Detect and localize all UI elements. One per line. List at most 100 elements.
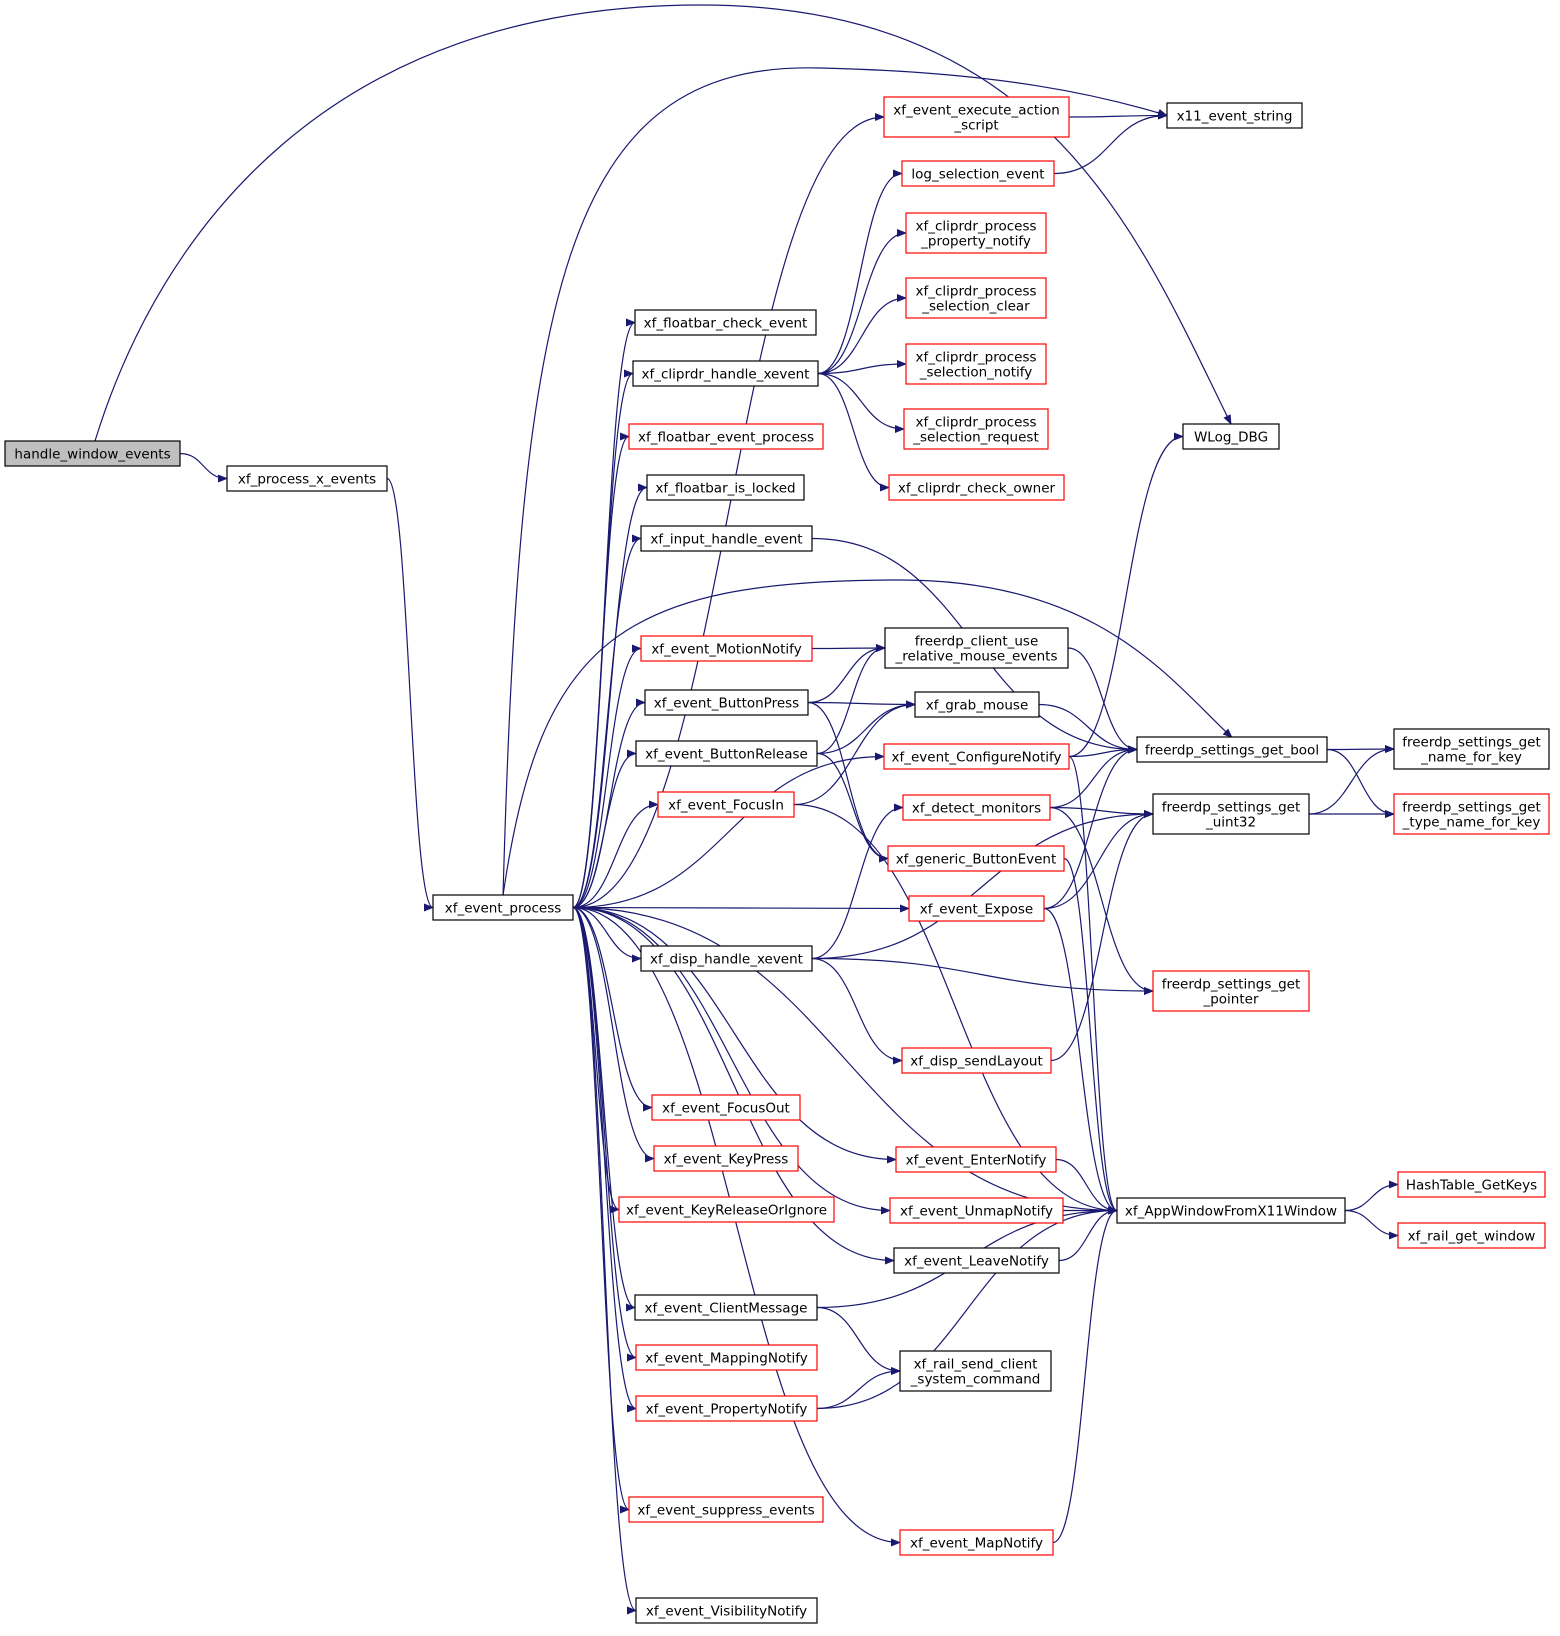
node-label: xf_detect_monitors bbox=[912, 801, 1041, 817]
edge-xf-event-focusin-to-xf-appwindowfromx11window bbox=[793, 803, 1118, 1215]
edge-xf-grab-mouse-to-freerdp-settings-get-bool bbox=[1038, 703, 1138, 754]
node-xf-cliprdr-handle-xevent[interactable]: xf_cliprdr_handle_xevent bbox=[632, 360, 819, 387]
node-x11-event-string[interactable]: x11_event_string bbox=[1166, 102, 1303, 129]
node-xf-event-leavenotify[interactable]: xf_event_LeaveNotify bbox=[893, 1247, 1060, 1274]
edge-xf-disp-handle-xevent-to-xf-disp-sendlayout bbox=[811, 957, 903, 1065]
node-xf-event-suppress-events[interactable]: xf_event_suppress_events bbox=[628, 1496, 824, 1523]
node-box bbox=[893, 1247, 1060, 1274]
node-xf-event-keyreleaseorignore[interactable]: xf_event_KeyReleaseOrIgnore bbox=[618, 1196, 835, 1223]
node-xf-event-focusin[interactable]: xf_event_FocusIn bbox=[657, 791, 795, 818]
node-label: xf_event_KeyReleaseOrIgnore bbox=[626, 1203, 827, 1219]
edge-xf-detect-monitors-to-freerdp-settings-get-bool bbox=[1049, 745, 1138, 809]
node-xf-disp-handle-xevent[interactable]: xf_disp_handle_xevent bbox=[640, 945, 813, 972]
node-label: handle_window_events bbox=[14, 447, 170, 463]
node-label: xf_event_ButtonRelease bbox=[645, 747, 808, 763]
edge-freerdp-settings-get-uint32-to-freerdp-settings-get-name-for-key bbox=[1308, 745, 1395, 815]
node-freerdp-settings-get-bool[interactable]: freerdp_settings_get_bool bbox=[1136, 736, 1328, 763]
node-xf-floatbar-is-locked[interactable]: xf_floatbar_is_locked bbox=[646, 474, 805, 501]
node-label: xf_event_FocusOut bbox=[662, 1101, 790, 1117]
node-xf-event-visibilitynotify[interactable]: xf_event_VisibilityNotify bbox=[635, 1597, 818, 1624]
edge-xf-disp-handle-xevent-to-freerdp-settings-get-pointer bbox=[811, 957, 1154, 995]
node-label: xf_event_ButtonPress bbox=[654, 696, 799, 712]
node-label: _name_for_key bbox=[1420, 750, 1522, 766]
edge-xf-event-process-to-xf-event-focusout bbox=[572, 906, 653, 1112]
node-label: xf_generic_ButtonEvent bbox=[896, 852, 1057, 868]
edge-xf-detect-monitors-to-freerdp-settings-get-uint32 bbox=[1049, 806, 1154, 818]
node-xf-event-mappingnotify[interactable]: xf_event_MappingNotify bbox=[635, 1344, 818, 1371]
node-freerdp-settings-get-uint32[interactable]: freerdp_settings_get_uint32 bbox=[1152, 793, 1310, 835]
node-xf-event-unmapnotify[interactable]: xf_event_UnmapNotify bbox=[889, 1197, 1064, 1224]
edge-xf-event-expose-to-freerdp-settings-get-uint32 bbox=[1043, 810, 1154, 910]
node-label: xf_event_ClientMessage bbox=[645, 1301, 808, 1317]
edge-xf-generic-buttonevent-to-xf-appwindowfromx11window bbox=[1063, 857, 1118, 1215]
node-box bbox=[628, 1496, 824, 1523]
edge-xf-disp-handle-xevent-to-freerdp-settings-get-uint32 bbox=[811, 810, 1154, 960]
node-xf-event-clientmessage[interactable]: xf_event_ClientMessage bbox=[634, 1294, 818, 1321]
node-label: xf_event_MotionNotify bbox=[651, 642, 801, 658]
node-box bbox=[901, 160, 1055, 187]
node-xf-event-keypress[interactable]: xf_event_KeyPress bbox=[653, 1145, 799, 1172]
node-box bbox=[1136, 736, 1328, 763]
node-xf-process-x-events[interactable]: xf_process_x_events bbox=[226, 465, 388, 492]
node-xf-rail-send-client-system-command[interactable]: xf_rail_send_client_system_command bbox=[899, 1350, 1052, 1392]
node-xf-appwindowfromx11window[interactable]: xf_AppWindowFromX11Window bbox=[1116, 1197, 1346, 1224]
node-box bbox=[899, 1350, 1052, 1392]
edge-freerdp-client-use-relative-mouse-events-to-freerdp-settings-get-bool bbox=[1067, 647, 1138, 754]
node-label: freerdp_settings_get bbox=[1162, 800, 1301, 816]
node-xf-rail-get-window[interactable]: xf_rail_get_window bbox=[1397, 1222, 1546, 1249]
node-box bbox=[618, 1196, 835, 1223]
node-label: xf_event_MappingNotify bbox=[645, 1351, 808, 1367]
node-log-selection-event[interactable]: log_selection_event bbox=[901, 160, 1055, 187]
edge-xf-detect-monitors-to-freerdp-settings-get-pointer bbox=[1049, 806, 1154, 995]
node-box bbox=[902, 794, 1051, 821]
node-box bbox=[1182, 423, 1280, 450]
node-label: xf_event_FocusIn bbox=[668, 798, 784, 814]
node-handle-window-events[interactable]: handle_window_events bbox=[4, 440, 181, 467]
edge-xf-event-process-to-xf-event-execute-action-script bbox=[572, 113, 885, 909]
node-xf-event-motionnotify[interactable]: xf_event_MotionNotify bbox=[640, 635, 813, 662]
node-wlog-dbg[interactable]: WLog_DBG bbox=[1182, 423, 1280, 450]
node-xf-event-process[interactable]: xf_event_process bbox=[432, 894, 574, 921]
node-xf-cliprdr-process-selection-notify[interactable]: xf_cliprdr_process_selection_notify bbox=[905, 343, 1047, 385]
node-freerdp-settings-get-type-name-for-key[interactable]: freerdp_settings_get_type_name_for_key bbox=[1393, 793, 1550, 835]
node-xf-cliprdr-process-selection-request[interactable]: xf_cliprdr_process_selection_request bbox=[903, 408, 1049, 450]
node-freerdp-client-use-relative-mouse-events[interactable]: freerdp_client_use_relative_mouse_events bbox=[884, 627, 1069, 669]
node-xf-input-handle-event[interactable]: xf_input_handle_event bbox=[640, 525, 813, 552]
node-xf-floatbar-event-process[interactable]: xf_floatbar_event_process bbox=[628, 423, 824, 450]
node-xf-event-enternotify[interactable]: xf_event_EnterNotify bbox=[895, 1146, 1057, 1173]
node-freerdp-settings-get-name-for-key[interactable]: freerdp_settings_get_name_for_key bbox=[1393, 728, 1550, 770]
node-label: xf_event_suppress_events bbox=[637, 1503, 814, 1519]
node-xf-generic-buttonevent[interactable]: xf_generic_ButtonEvent bbox=[887, 845, 1065, 872]
node-box bbox=[646, 474, 805, 501]
node-xf-cliprdr-check-owner[interactable]: xf_cliprdr_check_owner bbox=[888, 474, 1065, 501]
node-xf-disp-sendlayout[interactable]: xf_disp_sendLayout bbox=[901, 1047, 1052, 1074]
node-xf-event-buttonpress[interactable]: xf_event_ButtonPress bbox=[644, 689, 809, 716]
edge-xf-event-process-to-xf-event-focusin bbox=[572, 800, 659, 909]
node-label: xf_event_ConfigureNotify bbox=[891, 750, 1061, 766]
node-xf-detect-monitors[interactable]: xf_detect_monitors bbox=[902, 794, 1051, 821]
edges-layer bbox=[94, 4, 1399, 1615]
edge-log-selection-event-to-x11-event-string bbox=[1053, 111, 1168, 175]
node-freerdp-settings-get-pointer[interactable]: freerdp_settings_get_pointer bbox=[1152, 970, 1310, 1012]
node-xf-event-propertynotify[interactable]: xf_event_PropertyNotify bbox=[635, 1395, 818, 1422]
node-box bbox=[644, 689, 809, 716]
node-label: xf_process_x_events bbox=[238, 472, 376, 488]
node-xf-cliprdr-process-selection-clear[interactable]: xf_cliprdr_process_selection_clear bbox=[905, 277, 1047, 319]
edge-xf-event-process-to-xf-event-keypress bbox=[572, 906, 655, 1163]
node-xf-floatbar-check-event[interactable]: xf_floatbar_check_event bbox=[634, 309, 817, 336]
edge-xf-event-configurenotify-to-wlog-dbg bbox=[1068, 432, 1184, 758]
node-hashtable-getkeys[interactable]: HashTable_GetKeys bbox=[1397, 1171, 1546, 1198]
node-box bbox=[884, 627, 1069, 669]
node-xf-event-execute-action-script[interactable]: xf_event_execute_action_script bbox=[883, 96, 1070, 138]
edge-xf-disp-handle-xevent-to-xf-detect-monitors bbox=[811, 803, 904, 960]
node-xf-grab-mouse[interactable]: xf_grab_mouse bbox=[914, 691, 1040, 718]
node-box bbox=[903, 408, 1049, 450]
node-xf-event-buttonrelease[interactable]: xf_event_ButtonRelease bbox=[635, 740, 818, 767]
node-xf-event-focusout[interactable]: xf_event_FocusOut bbox=[651, 1094, 801, 1121]
node-label: _relative_mouse_events bbox=[895, 649, 1058, 665]
edge-xf-event-leavenotify-to-xf-appwindowfromx11window bbox=[1058, 1206, 1118, 1262]
node-xf-event-expose[interactable]: xf_event_Expose bbox=[908, 895, 1045, 922]
node-xf-event-configurenotify[interactable]: xf_event_ConfigureNotify bbox=[883, 743, 1070, 770]
node-xf-event-mapnotify[interactable]: xf_event_MapNotify bbox=[899, 1529, 1054, 1556]
node-xf-cliprdr-process-property-notify[interactable]: xf_cliprdr_process_property_notify bbox=[905, 212, 1047, 254]
